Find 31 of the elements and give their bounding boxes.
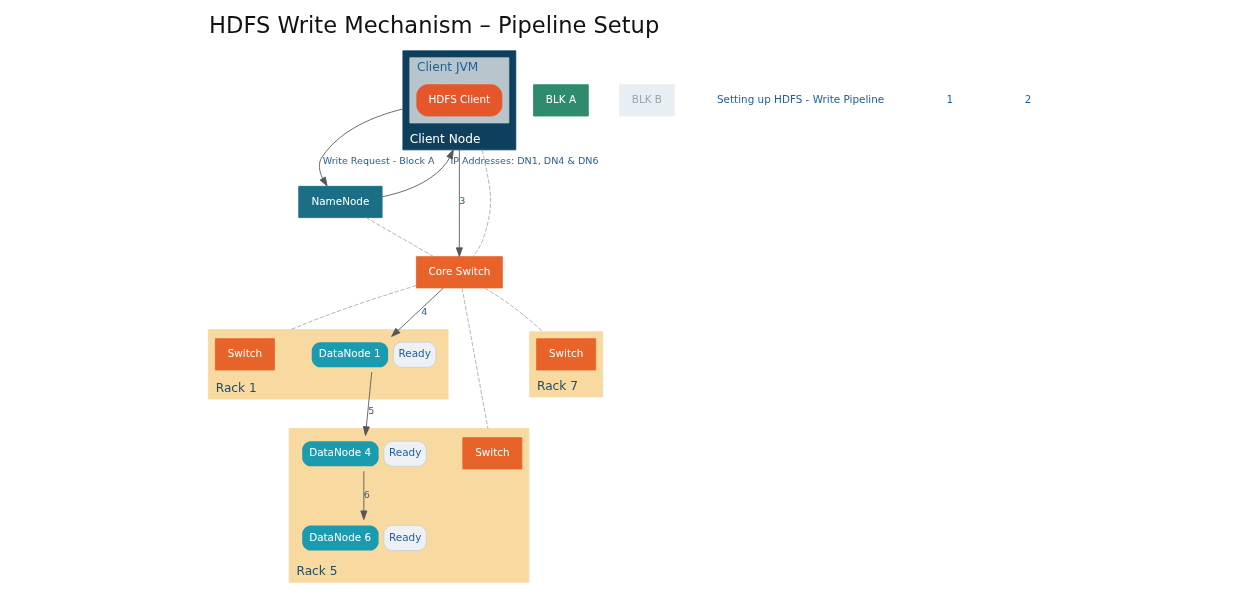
edge-label: Write Request - Block A bbox=[322, 155, 435, 167]
node-label: Ready bbox=[388, 446, 421, 459]
node-box: HDFS Client bbox=[415, 84, 502, 117]
connector bbox=[461, 287, 488, 429]
node-label: Ready bbox=[388, 530, 421, 543]
diagram-title: HDFS Write Mechanism – Pipeline Setup bbox=[208, 12, 659, 39]
connector bbox=[365, 217, 434, 257]
arrow bbox=[455, 149, 463, 257]
edge-label: 3 bbox=[458, 195, 465, 207]
edge-label: 5 bbox=[367, 404, 374, 416]
edge-label: IP Addresses: DN1, DN4 & DN6 bbox=[449, 155, 598, 167]
arrow bbox=[359, 470, 367, 521]
label: 2 bbox=[1024, 93, 1031, 106]
node-box: NameNode bbox=[297, 185, 382, 218]
arrow bbox=[318, 108, 403, 187]
node-box: BLK A bbox=[532, 84, 589, 117]
connector bbox=[289, 285, 417, 331]
node-box: Switch bbox=[535, 338, 596, 371]
node-box: Core Switch bbox=[415, 256, 503, 289]
edge-label: 6 bbox=[363, 488, 370, 500]
label: Setting up HDFS - Write Pipeline bbox=[716, 93, 884, 106]
arrow bbox=[381, 149, 454, 198]
arrow bbox=[362, 371, 372, 436]
label: 1 bbox=[946, 93, 953, 106]
arrow bbox=[390, 287, 444, 337]
node-box: Switch bbox=[461, 437, 522, 470]
node-label: Ready bbox=[398, 347, 431, 360]
node-box: Switch bbox=[214, 338, 275, 371]
connector bbox=[472, 149, 491, 257]
edge-label: 4 bbox=[420, 305, 427, 317]
connector bbox=[483, 287, 543, 333]
